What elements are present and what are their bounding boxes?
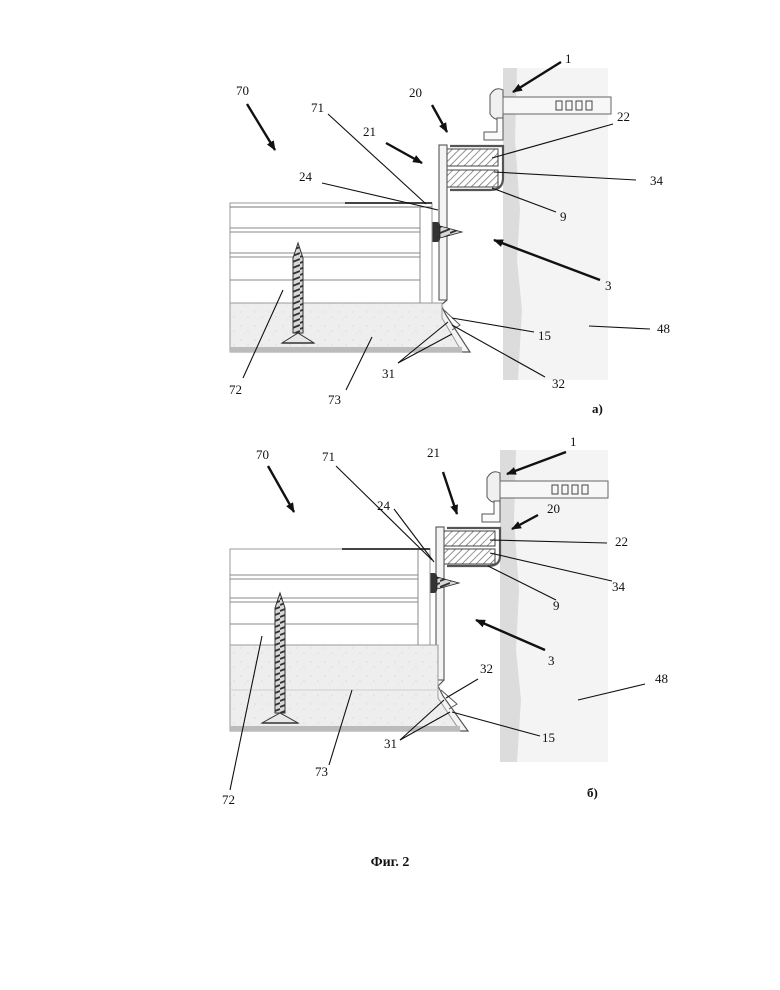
panel-a-tag: а) bbox=[592, 401, 603, 416]
label-22: 22 bbox=[617, 109, 630, 124]
arrow-21 bbox=[443, 472, 457, 514]
label-24: 24 bbox=[299, 169, 313, 184]
label-31: 31 bbox=[384, 736, 397, 751]
label-72: 72 bbox=[229, 382, 242, 397]
label-70: 70 bbox=[256, 447, 269, 462]
label-3: 3 bbox=[548, 653, 555, 668]
arrow-21 bbox=[386, 143, 422, 163]
floor-panel-72 bbox=[230, 549, 430, 645]
label-34: 34 bbox=[612, 579, 626, 594]
label-9: 9 bbox=[560, 209, 567, 224]
label-72: 72 bbox=[222, 792, 235, 807]
leader-71 bbox=[328, 114, 426, 204]
label-31: 31 bbox=[382, 366, 395, 381]
clip-34 bbox=[443, 549, 495, 564]
label-15: 15 bbox=[542, 730, 555, 745]
label-48: 48 bbox=[655, 671, 668, 686]
subfloor-73 bbox=[230, 645, 460, 731]
clip-34 bbox=[446, 170, 498, 187]
clip-22 bbox=[443, 531, 495, 546]
label-20: 20 bbox=[409, 85, 422, 100]
label-3: 3 bbox=[605, 278, 612, 293]
label-71: 71 bbox=[311, 100, 324, 115]
label-21: 21 bbox=[363, 124, 376, 139]
panel-a: 1 70 20 71 21 22 24 34 9 3 15 48 31 32 7… bbox=[229, 51, 670, 416]
panel-b: 1 70 71 21 20 24 22 34 9 3 48 32 15 31 7… bbox=[222, 434, 668, 807]
label-1: 1 bbox=[565, 51, 572, 66]
label-21: 21 bbox=[427, 445, 440, 460]
leader-71 bbox=[336, 466, 432, 560]
arrow-70 bbox=[268, 466, 294, 512]
label-73: 73 bbox=[315, 764, 328, 779]
arrow-20 bbox=[432, 105, 447, 132]
label-71: 71 bbox=[322, 449, 335, 464]
label-15: 15 bbox=[538, 328, 551, 343]
figure-caption: Фиг. 2 bbox=[371, 855, 410, 870]
label-70: 70 bbox=[236, 83, 249, 98]
subfloor-73 bbox=[230, 303, 462, 352]
label-34: 34 bbox=[650, 173, 664, 188]
floor-panel-72 bbox=[230, 203, 432, 303]
label-24: 24 bbox=[377, 498, 391, 513]
label-32: 32 bbox=[552, 376, 565, 391]
label-20: 20 bbox=[547, 501, 560, 516]
label-73: 73 bbox=[328, 392, 341, 407]
arrow-70 bbox=[247, 104, 275, 150]
clip-22 bbox=[446, 149, 498, 166]
label-9: 9 bbox=[553, 598, 560, 613]
label-32: 32 bbox=[480, 661, 493, 676]
leader-32 bbox=[446, 679, 478, 698]
label-22: 22 bbox=[615, 534, 628, 549]
label-1: 1 bbox=[570, 434, 577, 449]
panel-b-tag: б) bbox=[587, 785, 598, 800]
label-48: 48 bbox=[657, 321, 670, 336]
